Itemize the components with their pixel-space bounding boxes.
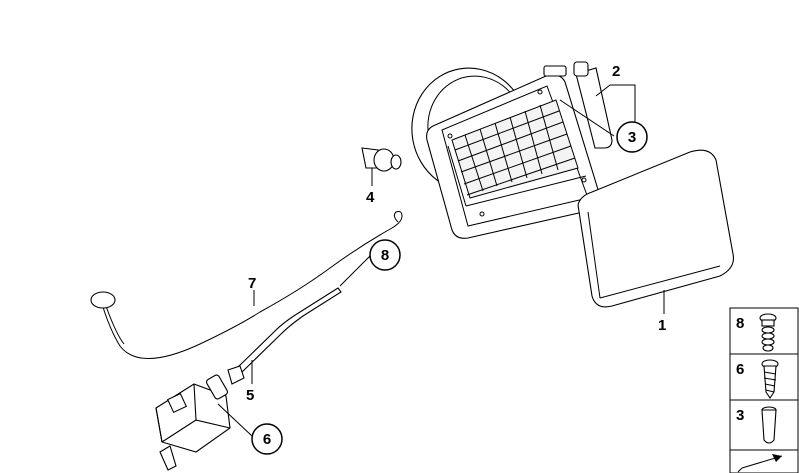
plastic-nut-icon	[761, 406, 777, 444]
legend-item-6[interactable]: 6	[729, 353, 799, 401]
legend-label-6: 6	[736, 361, 744, 378]
callout-5: 5	[246, 387, 254, 404]
legend-item-8[interactable]: 8	[729, 307, 799, 355]
callout-8-circle: 8	[369, 239, 401, 271]
fastener-legend: 8 6 3	[729, 307, 799, 473]
fuel-flap-lid-part[interactable]	[577, 149, 735, 308]
callout-3: 3	[628, 129, 636, 146]
rubber-buffer-part[interactable]	[361, 147, 402, 172]
cage-grid	[447, 99, 587, 207]
callout-6-circle: 6	[251, 423, 283, 455]
screw-with-washer-icon	[759, 313, 777, 352]
legend-label-3: 3	[736, 407, 744, 424]
callout-4: 4	[366, 189, 375, 206]
filler-housing-part[interactable]	[402, 59, 613, 239]
callout-6: 6	[263, 431, 271, 448]
self-tapping-screw-icon	[761, 359, 779, 399]
legend-item-3[interactable]: 3	[729, 399, 799, 451]
actuator-rod-part[interactable]	[236, 287, 342, 373]
callout-3-circle: 3	[616, 121, 648, 153]
central-locking-actuator-part[interactable]	[155, 365, 245, 471]
legend-label-8: 8	[736, 315, 744, 332]
emergency-release-cable-part[interactable]	[90, 211, 403, 359]
callout-2: 2	[612, 63, 620, 80]
callout-7: 7	[248, 275, 256, 292]
arrow-corner-icon	[737, 454, 783, 473]
legend-item-arrow[interactable]	[729, 449, 799, 473]
callout-8: 8	[381, 247, 389, 264]
leader-lines	[217, 84, 665, 437]
callout-1: 1	[658, 317, 666, 334]
